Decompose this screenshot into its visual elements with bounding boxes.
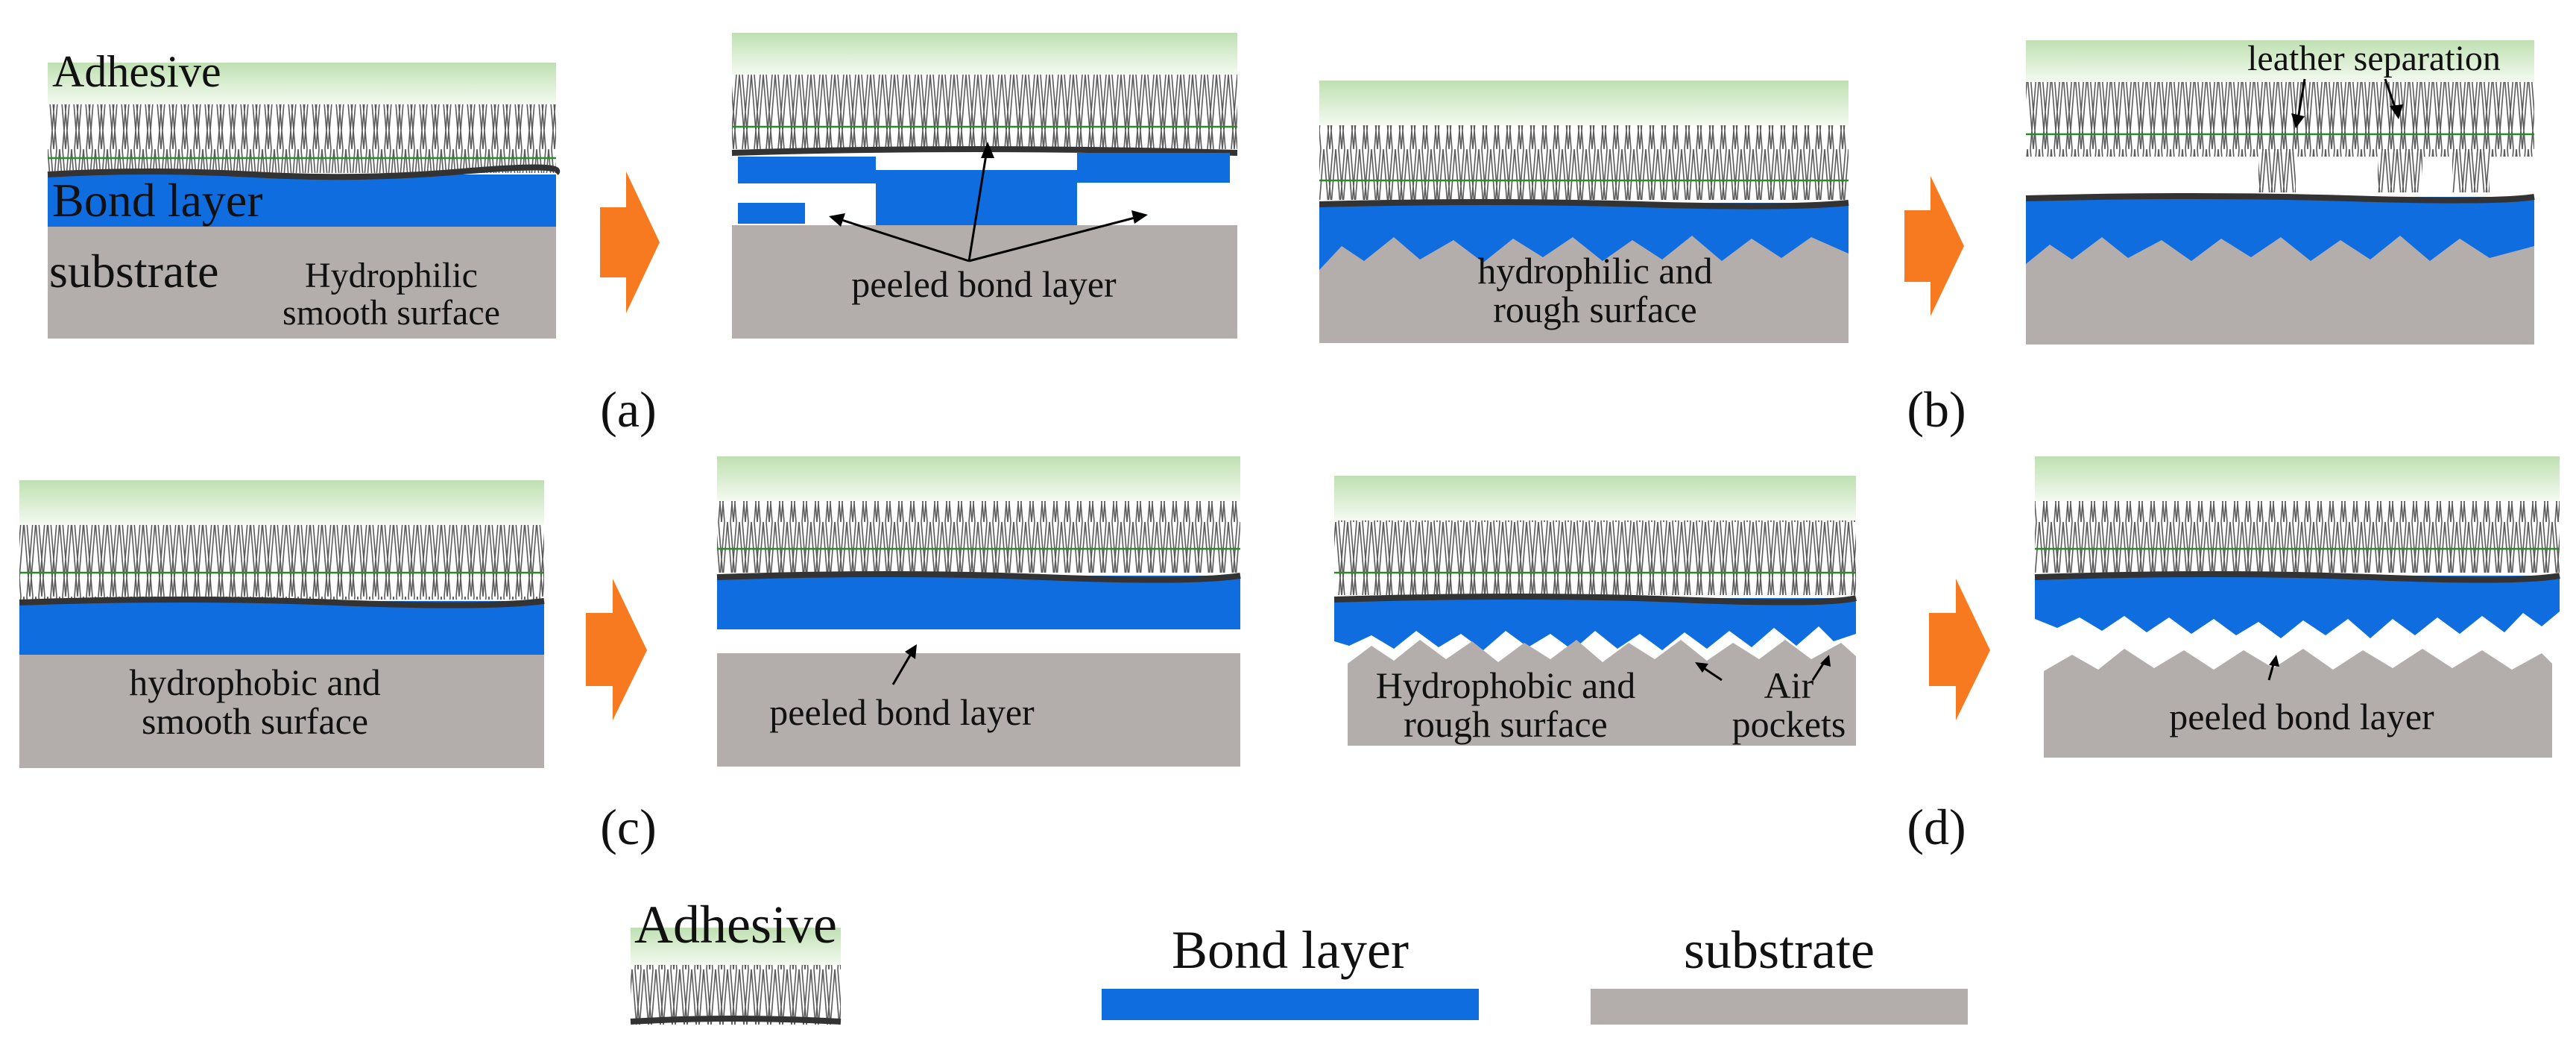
pointer-arrow-icon: [967, 145, 989, 262]
surface-label-line2: rough surface: [1493, 289, 1697, 330]
surface-label-line2: smooth surface: [142, 700, 368, 742]
bond-fragment: [1077, 153, 1230, 183]
legend-bond-layer-label: Bond layer: [1172, 920, 1409, 980]
separated-fibers: [2452, 149, 2490, 192]
legend: Adhesive Bond layer substrate: [630, 895, 1968, 1025]
fiber-layer: [2026, 82, 2534, 157]
substrate-layer: [19, 655, 544, 768]
leather-separation-label: leather separation: [2247, 39, 2501, 78]
adhesive-layer: [1319, 81, 1849, 125]
rough-substrate: [2026, 236, 2534, 345]
adhesive-label: Adhesive: [52, 47, 221, 96]
interface-line: [731, 146, 1238, 156]
adhesive-layer: [1334, 476, 1856, 520]
legend-adhesive: Adhesive: [630, 895, 842, 1025]
panel-b-before: hydrophilic and rough surface: [1319, 81, 1849, 343]
bond-layer: [1334, 598, 1856, 650]
peeled-bond-layer-label: peeled bond layer: [769, 691, 1035, 733]
legend-bond-layer: Bond layer: [1102, 920, 1479, 1020]
substrate-label: substrate: [49, 245, 219, 298]
surface-label-line2: smooth surface: [282, 293, 500, 333]
legend-substrate-swatch: [1591, 989, 1968, 1025]
panel-c-after: peeled bond layer: [716, 456, 1241, 767]
bond-layer: [717, 576, 1240, 629]
surface-label-line1: Hydrophilic: [305, 256, 478, 295]
rough-substrate: [1319, 236, 1849, 343]
interface-line: [2025, 193, 2535, 204]
panel-a-after: peeled bond layer: [731, 33, 1238, 339]
transition-arrow-icon: [586, 579, 647, 720]
transition-arrow-icon: [600, 172, 660, 313]
fiber-layer: [732, 75, 1237, 149]
legend-substrate: substrate: [1591, 920, 1968, 1025]
surface-label-line2: rough surface: [1404, 703, 1608, 745]
panel-label-a: (a): [600, 381, 656, 438]
bond-layer-label: Bond layer: [52, 174, 263, 227]
surface-label-line1: hydrophobic and: [129, 661, 380, 703]
fiber-layer: [717, 501, 1240, 573]
interface-line: [1333, 594, 1857, 606]
panel-a-before: Adhesive Bond layer substrate Hydrophili…: [47, 47, 561, 339]
substrate-layer: [48, 227, 556, 339]
fiber-layer: [48, 104, 556, 173]
interface-line: [1319, 199, 1849, 210]
panel-c-before: hydrophobic and smooth surface: [19, 480, 545, 768]
fiber-layer: [1319, 125, 1849, 200]
adhesive-layer: [2035, 456, 2560, 501]
interface-line: [716, 571, 1241, 583]
panel-b-after: leather separation: [2025, 39, 2535, 345]
panel-label-b: (b): [1907, 381, 1966, 438]
legend-substrate-label: substrate: [1684, 920, 1875, 980]
separated-fibers: [2258, 149, 2296, 192]
air-pockets-label-line2: pockets: [1732, 703, 1846, 745]
adhesive-layer: [732, 33, 1237, 75]
adhesive-layer: [19, 480, 544, 525]
interface-line: [47, 164, 561, 180]
bond-fragment: [738, 203, 805, 224]
adhesive-layer: [48, 63, 556, 104]
surface-label-line1: hydrophilic and: [1477, 250, 1712, 292]
fiber-layer: [1334, 520, 1856, 595]
adhesive-layer: [2026, 40, 2534, 82]
surface-label-line1: Hydrophobic and: [1376, 664, 1636, 706]
bond-layer: [19, 601, 544, 655]
bond-layer: [48, 174, 556, 227]
panel-label-d: (d): [1907, 799, 1966, 855]
fiber-layer: [2035, 501, 2560, 573]
separated-fibers: [2378, 149, 2422, 192]
fiber-layer: [19, 525, 544, 600]
interface-line: [2034, 571, 2560, 583]
legend-bond-swatch: [1102, 989, 1479, 1020]
panel-d-before: Hydrophobic and rough surface Air pocket…: [1333, 476, 1857, 746]
pointer-arrow-icon: [834, 216, 970, 262]
peeled-bond-layer-label: peeled bond layer: [851, 263, 1117, 305]
interface-line: [19, 597, 545, 608]
pointer-arrow-icon: [891, 649, 915, 685]
rough-substrate: [1348, 640, 1856, 746]
bond-layer: [2035, 576, 2560, 638]
legend-adhesive-label: Adhesive: [634, 895, 837, 954]
pointer-arrow-icon: [968, 215, 1141, 262]
panel-label-c: (c): [600, 799, 656, 855]
panel-d-after: peeled bond layer: [2034, 456, 2560, 758]
air-pockets-label-line1: Air: [1764, 664, 1814, 706]
bond-fragment: [738, 157, 876, 183]
adhesive-layer: [717, 456, 1240, 501]
substrate-layer: [717, 653, 1240, 767]
transition-arrow-icon: [1929, 579, 1990, 720]
rough-substrate: [2044, 649, 2552, 758]
peeled-bond-layer-label: peeled bond layer: [2169, 696, 2434, 737]
substrate-layer: [732, 225, 1237, 339]
transition-arrow-icon: [1904, 176, 1964, 316]
